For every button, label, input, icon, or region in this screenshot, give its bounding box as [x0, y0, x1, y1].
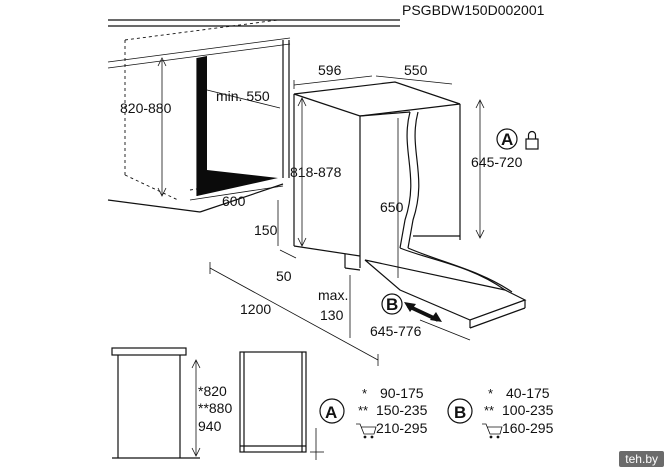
cart-icon — [482, 423, 503, 439]
table-a-val-1: 90-175 — [380, 385, 424, 401]
dim-650: 650 — [380, 199, 404, 215]
dim-max-label: max. — [318, 287, 348, 303]
label-b-top: B — [386, 295, 398, 314]
table-b-mark-1: * — [488, 386, 493, 401]
table-b-mark-2: ** — [484, 403, 494, 418]
label-b-bottom: B — [454, 403, 466, 422]
arrow-icon — [404, 302, 442, 322]
watermark: teh.by — [619, 451, 664, 467]
dim-596: 596 — [318, 62, 342, 78]
dim-818-878: 818-878 — [290, 164, 342, 180]
height-880: **880 — [198, 400, 232, 416]
table-b-val-2: 100-235 — [502, 402, 554, 418]
dim-1200: 1200 — [240, 301, 271, 317]
diagram-code: PSGBDW150D002001 — [402, 2, 545, 18]
table-a-val-2: 150-235 — [376, 402, 428, 418]
label-a-bottom: A — [325, 403, 337, 422]
cart-icon — [356, 423, 377, 439]
dim-550: 550 — [404, 62, 428, 78]
dim-50: 50 — [276, 268, 292, 284]
lock-icon — [525, 130, 539, 150]
dim-820-880: 820-880 — [120, 100, 172, 116]
dim-150: 150 — [254, 222, 278, 238]
dim-min-550: min. 550 — [216, 88, 270, 104]
side-view-small — [111, 347, 201, 459]
height-820: *820 — [198, 383, 227, 399]
dim-130: 130 — [320, 307, 344, 323]
height-940: 940 — [198, 418, 222, 434]
front-view-small — [239, 351, 324, 460]
dim-645-720: 645-720 — [471, 154, 523, 170]
dim-645-776: 645-776 — [370, 323, 422, 339]
circle-b-top — [381, 293, 403, 315]
table-b-val-1: 40-175 — [506, 385, 550, 401]
table-a-mark-1: * — [362, 386, 367, 401]
dishwasher-drawing — [209, 75, 527, 366]
circle-b-bottom — [447, 398, 473, 424]
circle-a-top — [496, 128, 518, 150]
niche-drawing — [107, 19, 400, 213]
dim-600: 600 — [222, 193, 246, 209]
table-a-mark-2: ** — [358, 403, 368, 418]
table-a-val-3: 210-295 — [376, 420, 428, 436]
label-a-top: A — [501, 130, 513, 149]
circle-a-bottom — [319, 398, 345, 424]
table-b-val-3: 160-295 — [502, 420, 554, 436]
